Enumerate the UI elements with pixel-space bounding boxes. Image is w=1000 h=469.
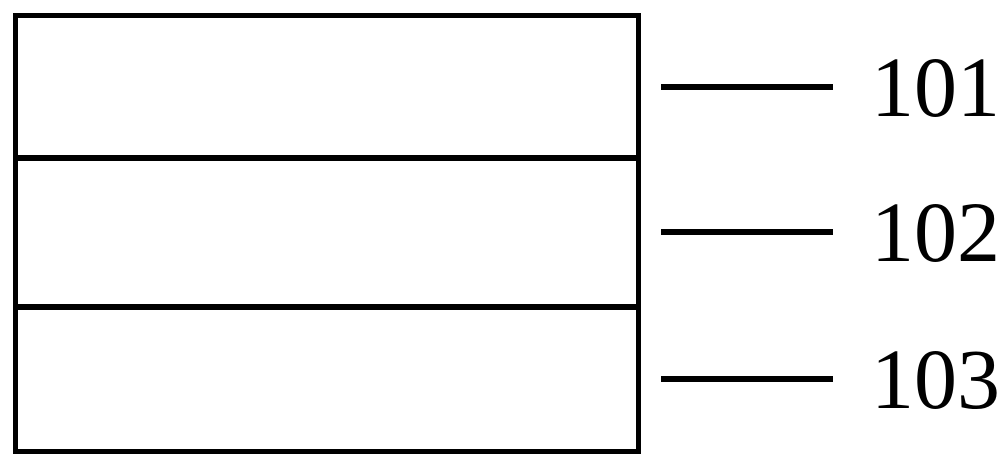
leader-line-103 bbox=[661, 376, 833, 382]
layer-rect-101 bbox=[18, 18, 636, 155]
annotation-102: 102 bbox=[661, 187, 1000, 277]
layer-rect-102 bbox=[18, 155, 636, 304]
leader-line-102 bbox=[661, 229, 833, 235]
annotation-103: 103 bbox=[661, 334, 1000, 424]
layer-stack-rectangle bbox=[13, 13, 641, 454]
annotation-101: 101 bbox=[661, 42, 1000, 132]
layer-rect-103 bbox=[18, 304, 636, 449]
ref-label-101: 101 bbox=[871, 39, 1000, 135]
leader-line-101 bbox=[661, 84, 833, 90]
ref-label-102: 102 bbox=[871, 184, 1000, 280]
ref-label-103: 103 bbox=[871, 331, 1000, 427]
